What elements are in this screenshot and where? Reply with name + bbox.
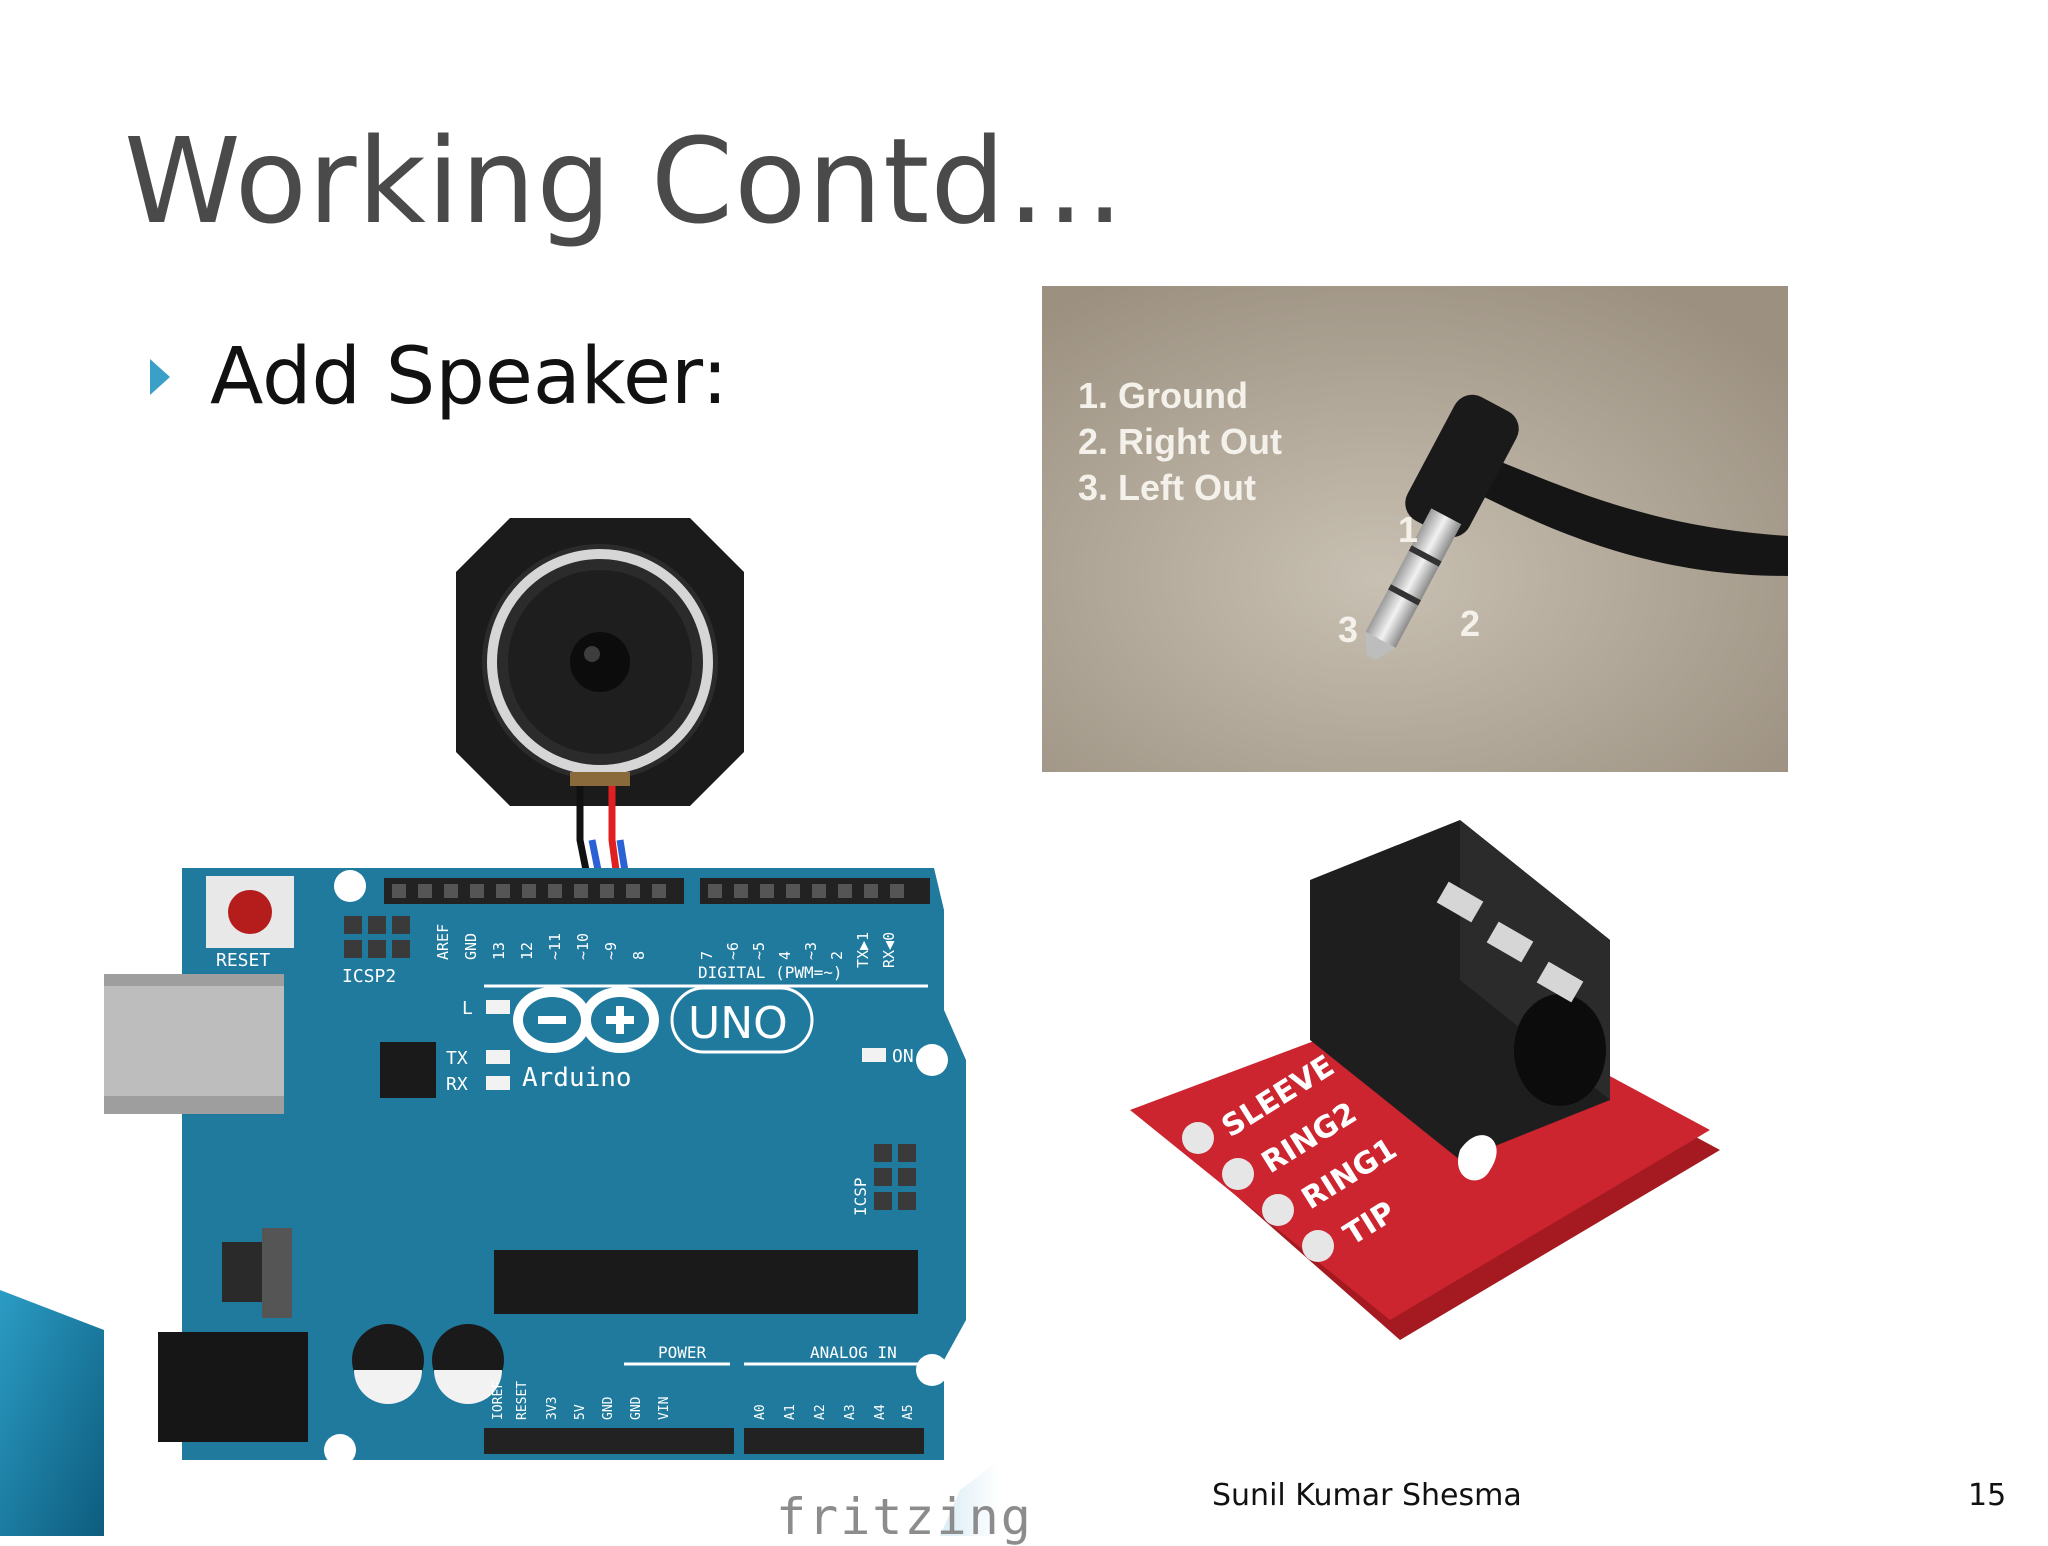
pin-reset: RESET	[515, 1381, 530, 1420]
audio-plug-photo: 1. Ground 2. Right Out 3. Left Out 1 2 3	[1042, 286, 1788, 772]
corner-decoration	[0, 1290, 1000, 1536]
pin-3v3: 3V3	[545, 1397, 560, 1420]
pin-8: 8	[630, 951, 648, 960]
pin-5: ~5	[750, 942, 768, 960]
pin-a0: A0	[753, 1404, 768, 1420]
pin-gnd-2: GND	[629, 1396, 644, 1420]
page-number: 15	[1968, 1478, 2007, 1513]
pin-9: ~9	[602, 942, 620, 960]
pin-5v: 5V	[573, 1404, 588, 1420]
pin-13: 13	[490, 942, 508, 960]
bullet-arrow-icon	[150, 359, 170, 395]
pin-tx1: TX▶1	[854, 932, 872, 968]
pin-label-2: 2	[1460, 603, 1480, 644]
pin-6: ~6	[724, 942, 742, 960]
pin-7: 7	[698, 951, 716, 960]
legend-left-out: 3. Left Out	[1078, 467, 1256, 508]
brand-label: Arduino	[522, 1063, 632, 1093]
pin-a5: A5	[901, 1404, 916, 1420]
pin-gnd: GND	[462, 933, 480, 960]
pin-2: 2	[828, 951, 846, 960]
bullet-item: Add Speaker:	[150, 332, 728, 422]
pin-rx0: RX◀0	[880, 932, 898, 968]
pin-11: ~11	[546, 933, 564, 960]
reset-label: RESET	[216, 950, 270, 971]
legend-right-out: 2. Right Out	[1078, 421, 1282, 462]
pin-a2: A2	[813, 1404, 828, 1420]
pin-12: 12	[518, 942, 536, 960]
icsp-label: ICSP	[851, 1177, 870, 1216]
led-on-label: ON	[892, 1046, 914, 1067]
pin-10: ~10	[574, 933, 592, 960]
pin-a4: A4	[873, 1404, 888, 1420]
model-label: UNO	[688, 998, 788, 1049]
audio-jack-breakout-photo: SLEEVE RING2 RING1 TIP	[1130, 820, 1720, 1340]
pin-a3: A3	[843, 1404, 858, 1420]
power-label: POWER	[658, 1343, 707, 1362]
pin-vin: VIN	[657, 1397, 672, 1420]
flame-logo-icon	[1457, 1135, 1497, 1181]
slide-title: Working Contd…	[124, 112, 1126, 250]
bullet-text: Add Speaker:	[210, 332, 728, 422]
arduino-uno-board: RESET ICSP2 AREF GND 13 12 ~11 ~10 ~9 8 …	[104, 772, 966, 1466]
led-l-label: L	[462, 998, 473, 1019]
pin-label-3: 3	[1338, 609, 1358, 650]
analog-label: ANALOG IN	[810, 1343, 897, 1362]
speaker-icon	[456, 518, 744, 806]
pin-3: ~3	[802, 942, 820, 960]
pin-4: 4	[776, 951, 794, 960]
led-tx-label: TX	[446, 1048, 468, 1069]
arduino-logo-icon	[513, 987, 659, 1053]
digital-label: DIGITAL (PWM=~)	[698, 963, 843, 982]
fritzing-watermark: fritzing	[776, 1488, 1033, 1546]
pin-ioref: IOREF	[491, 1381, 506, 1420]
footer-author: Sunil Kumar Shesma	[1212, 1478, 1522, 1513]
led-rx-label: RX	[446, 1074, 468, 1095]
icsp2-label: ICSP2	[342, 966, 396, 987]
pin-a1: A1	[783, 1404, 798, 1420]
legend-ground: 1. Ground	[1078, 375, 1248, 416]
pin-aref: AREF	[434, 924, 452, 960]
pin-label-1: 1	[1398, 509, 1418, 550]
pin-gnd-1: GND	[601, 1396, 616, 1420]
